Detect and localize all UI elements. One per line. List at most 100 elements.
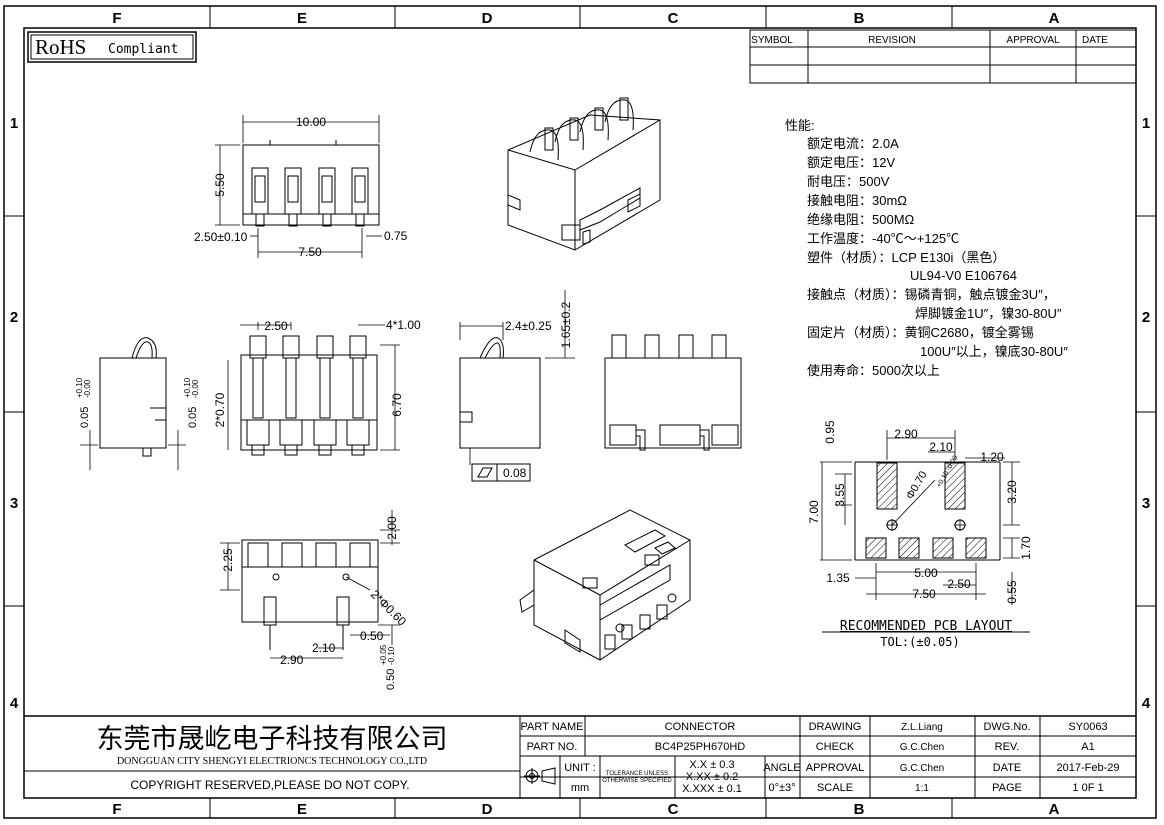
grid-col-label: C	[668, 801, 679, 818]
grid-col-label: F	[112, 10, 121, 27]
approval-label: APPROVAL	[806, 762, 865, 774]
rear-view	[604, 334, 742, 451]
scale-value: 1:1	[915, 783, 929, 794]
dim-pcb-hole: Φ0.70	[904, 469, 929, 501]
dim-side-tol-left: 0.05	[79, 407, 91, 428]
dim-pcb-total-w: 7.50	[912, 587, 936, 601]
title-block: 东莞市晟屹电子科技有限公司 DONGGUAN CITY SHENGYI ELEC…	[24, 715, 1136, 798]
dim-top-left: 2.50±0.10	[194, 230, 248, 244]
bottom-view: 2.25 2.00 2*Φ0.60 0.50 2.10 2.90 0.50 +0…	[220, 510, 409, 690]
grid-row-label: 1	[1142, 115, 1150, 132]
grid-row-label: 4	[1142, 695, 1151, 712]
side-view-right: 2.4±0.25 1.65±0.2 0.08	[459, 290, 575, 482]
projection-symbol-icon	[524, 767, 556, 785]
check-label: CHECK	[816, 741, 855, 753]
dim-side-tol-plus: +0.10	[75, 377, 84, 398]
grid-row-label: 3	[1142, 495, 1150, 512]
dim-bot-pitch: 2.90	[280, 653, 304, 667]
rohs-label: RoHS	[35, 35, 86, 59]
tolerance-1: X.X ± 0.3	[689, 759, 734, 771]
front-view: 2.50 4*1.00 6.70 2*0.70	[213, 318, 421, 456]
spec-line: 使用寿命：5000次以上	[807, 363, 940, 378]
side-view-left: 0.05 +0.10 -0.00 0.05 +0.10 -0.00	[75, 337, 200, 470]
part-name-value: CONNECTOR	[665, 721, 736, 733]
tolerance-note: TOLERANCE UNLESS	[606, 771, 668, 777]
dim-front-holes: 4*1.00	[386, 318, 421, 332]
grid-col-label: A	[1049, 10, 1060, 27]
rohs-suffix: Compliant	[108, 42, 178, 57]
spec-line: 接触电阻：30mΩ	[807, 193, 907, 208]
page-label: PAGE	[992, 782, 1022, 794]
dim-side-offset: 2.4±0.25	[505, 319, 552, 333]
dim-top-pitch-total: 7.50	[298, 245, 322, 259]
dim-pcb-right: 1.20	[980, 450, 1004, 464]
spec-line: 接触点（材质）：锡磷青铜，触点镀金3U″，	[807, 287, 1056, 302]
drawing-border: F E D C B A F E D C B A 1 2 3 4 1 2 3 4	[3, 5, 1157, 819]
dim-pcb-total-h: 7.00	[807, 500, 821, 524]
grid-col-label: C	[668, 10, 679, 27]
dim-bot-gap: 2.10	[312, 641, 336, 655]
flatness-value: 0.08	[503, 466, 527, 480]
revision-header-revision: REVISION	[868, 35, 916, 46]
tolerance-3: X.XXX ± 0.1	[682, 783, 742, 795]
top-view: 10.00 5.50 2.50±0.10 7.50 0.75	[194, 115, 408, 259]
spec-line: 100U″以上，镍底30-80U″	[920, 344, 1068, 359]
company-name-en: DONGGUAN CITY SHENGYI ELECTRIONCS TECHNO…	[117, 756, 427, 767]
grid-col-label: D	[482, 801, 493, 818]
part-no-label: PART NO.	[527, 741, 578, 753]
angle-label: ANGLE	[763, 762, 800, 774]
rohs-badge: RoHS Compliant	[27, 31, 197, 63]
dim-pcb-pitch: 2.50	[947, 577, 971, 591]
dim-side-tol-right: 0.05	[187, 407, 199, 428]
revision-table: SYMBOL REVISION APPROVAL DATE	[749, 29, 1137, 84]
pcb-pad	[944, 462, 966, 510]
spec-line: 额定电流：2.0A	[807, 136, 899, 151]
revision-header-approval: APPROVAL	[1006, 35, 1060, 46]
date-label: DATE	[993, 762, 1022, 774]
drawing-value: Z.L.Liang	[901, 722, 943, 733]
dim-pcb-top-w: 2.90	[894, 427, 918, 441]
rev-label: REV.	[995, 741, 1020, 753]
dim-side-tol-minus: -0.00	[191, 379, 200, 398]
spec-heading: 性能:	[785, 118, 815, 133]
dwg-label: DWG.No.	[983, 721, 1030, 733]
scale-label: SCALE	[817, 782, 853, 794]
pcb-pad	[965, 537, 987, 559]
dim-pcb-pad-sm: 1.70	[1019, 536, 1033, 560]
dwg-value: SY0063	[1068, 721, 1107, 733]
dim-pcb-pad-h: 3.55	[833, 483, 847, 507]
dim-pcb-right-h: 3.20	[1005, 480, 1019, 504]
unit-label: UNIT :	[564, 762, 596, 774]
pcb-pad	[898, 537, 920, 559]
drawing-label: DRAWING	[809, 721, 862, 733]
dim-front-pitch: 2.50	[264, 319, 288, 333]
rev-value: A1	[1081, 741, 1094, 753]
spec-line: 固定片（材质）：黄铜C2680，镀全雾锡	[807, 325, 1034, 340]
dim-bot-left: 2.25	[221, 548, 235, 572]
dim-bot-right: 0.50	[360, 629, 384, 643]
pcb-tolerance: TOL:(±0.05)	[880, 635, 959, 649]
pcb-layout: 2.90 2.10 1.20 0.95 3.55 7.00 Φ0.70 +0.1…	[807, 420, 1033, 649]
tolerance-2: X.XX ± 0.2	[686, 771, 739, 783]
grid-col-label: E	[297, 10, 307, 27]
page-value: 1 0F 1	[1072, 782, 1103, 794]
dim-front-height: 6.70	[390, 393, 404, 417]
dim-pcb-mid: 5.00	[914, 566, 938, 580]
dim-front-side: 2*0.70	[213, 392, 227, 427]
grid-col-label: F	[112, 801, 121, 818]
spec-line: 工作温度：-40℃～+125℃	[807, 231, 959, 246]
angle-value: 0°±3°	[768, 782, 795, 794]
pcb-pad	[932, 537, 954, 559]
dim-top-width: 10.00	[296, 115, 326, 129]
grid-row-label: 2	[10, 309, 18, 326]
pcb-pad	[865, 537, 887, 559]
copyright-notice: COPYRIGHT RESERVED,PLEASE DO NOT COPY.	[130, 778, 409, 792]
part-name-label: PART NAME	[521, 721, 584, 733]
dim-side-tol-minus: -0.00	[83, 379, 92, 398]
revision-header-symbol: SYMBOL	[751, 35, 793, 46]
dim-pcb-bottom: 0.55	[1005, 580, 1019, 604]
pcb-caption: RECOMMENDED PCB LAYOUT	[840, 619, 1012, 634]
spec-line: 额定电压：12V	[807, 155, 895, 170]
spec-line: 耐电压：500V	[807, 174, 890, 189]
